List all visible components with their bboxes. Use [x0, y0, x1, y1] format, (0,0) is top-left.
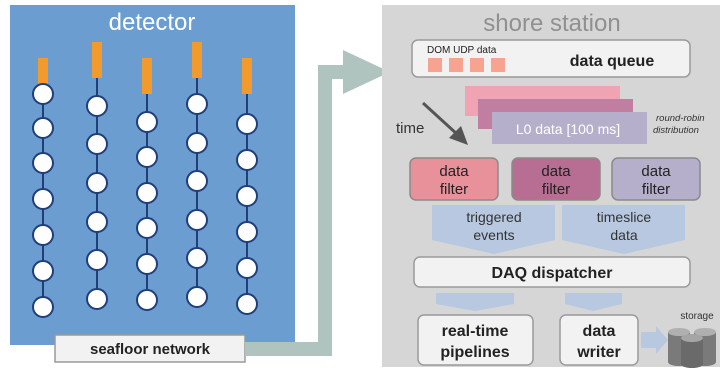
timeslice-label-1: timeslice: [597, 209, 652, 225]
dom-module: [32, 260, 54, 282]
daq-dispatcher-label: DAQ dispatcher: [492, 265, 613, 282]
realtime-pipelines-box: [417, 314, 534, 366]
dom-module: [186, 170, 208, 192]
data-filter-box: [611, 157, 701, 201]
dom-module: [236, 257, 258, 279]
time-arrow: [421, 101, 460, 137]
time-arrow-head: [449, 126, 468, 145]
writer-label-1: data: [583, 323, 616, 340]
detector-title: detector: [109, 9, 196, 36]
data-filter-label: data: [439, 163, 469, 180]
seafloor-network-label: seafloor network: [90, 341, 211, 358]
dom-module: [136, 182, 158, 204]
dom-module: [86, 249, 108, 271]
dom-module: [32, 83, 54, 105]
data-filter-box: [409, 157, 499, 201]
distribution-label: distribution: [653, 125, 699, 136]
dom-module: [86, 133, 108, 155]
triggered-label-1: triggered: [466, 209, 521, 225]
storage-icon: [668, 328, 716, 368]
shore-station-title: shore station: [483, 10, 620, 37]
timeslice-label-2: data: [610, 227, 637, 243]
string-buoy: [242, 58, 252, 94]
dom-module: [186, 132, 208, 154]
dom-module: [186, 286, 208, 308]
udp-packet: [428, 58, 442, 72]
time-label: time: [396, 120, 424, 137]
dom-module: [186, 209, 208, 231]
string-buoy: [38, 58, 48, 94]
seafloor-network-box: [54, 334, 246, 363]
data-filter-label: filter: [542, 181, 570, 198]
dom-module: [236, 185, 258, 207]
to-storage-arrow: [641, 326, 668, 354]
dom-udp-label: DOM UDP data: [427, 45, 497, 56]
timeslice-data-arrow: [562, 205, 685, 254]
dom-module: [236, 293, 258, 315]
dom-module: [86, 172, 108, 194]
dom-module: [136, 289, 158, 311]
dom-module: [236, 113, 258, 135]
daq-dispatcher-box: [413, 256, 691, 288]
round-robin-label: round-robin: [656, 113, 705, 124]
detector-strings: [32, 42, 258, 318]
dom-module: [32, 296, 54, 318]
string-buoy: [192, 42, 202, 78]
pipelines-label-2: pipelines: [440, 344, 509, 361]
l0-layer-front: [492, 112, 647, 144]
dom-module: [32, 117, 54, 139]
data-filter-label: data: [541, 163, 571, 180]
data-filter-box: [511, 157, 601, 201]
data-writer-box: [559, 314, 639, 366]
udp-packet: [491, 58, 505, 72]
to-writer-arrow: [565, 293, 622, 311]
dom-module: [136, 111, 158, 133]
dom-module: [86, 211, 108, 233]
dom-module: [86, 288, 108, 310]
dom-module: [32, 224, 54, 246]
l0-data-label: L0 data [100 ms]: [516, 121, 620, 137]
dom-module: [186, 247, 208, 269]
storage-label: storage: [680, 311, 714, 322]
dom-module: [186, 93, 208, 115]
dom-module: [136, 146, 158, 168]
triggered-label-2: events: [473, 227, 514, 243]
data-filter-label: filter: [440, 181, 468, 198]
dom-module: [236, 221, 258, 243]
to-pipelines-arrow: [436, 293, 514, 311]
dom-module: [136, 253, 158, 275]
pipelines-label-1: real-time: [442, 323, 509, 340]
dom-module: [86, 95, 108, 117]
dom-module: [236, 149, 258, 171]
data-filter-label: data: [641, 163, 671, 180]
dom-module: [32, 188, 54, 210]
data-queue-label: data queue: [570, 53, 655, 70]
udp-packet: [449, 58, 463, 72]
triggered-events-arrow: [432, 205, 555, 254]
data-filter-label: filter: [642, 181, 670, 198]
string-buoy: [92, 42, 102, 78]
udp-packet: [470, 58, 484, 72]
dom-module: [136, 217, 158, 239]
string-buoy: [142, 58, 152, 94]
dom-module: [32, 152, 54, 174]
writer-label-2: writer: [576, 344, 621, 361]
